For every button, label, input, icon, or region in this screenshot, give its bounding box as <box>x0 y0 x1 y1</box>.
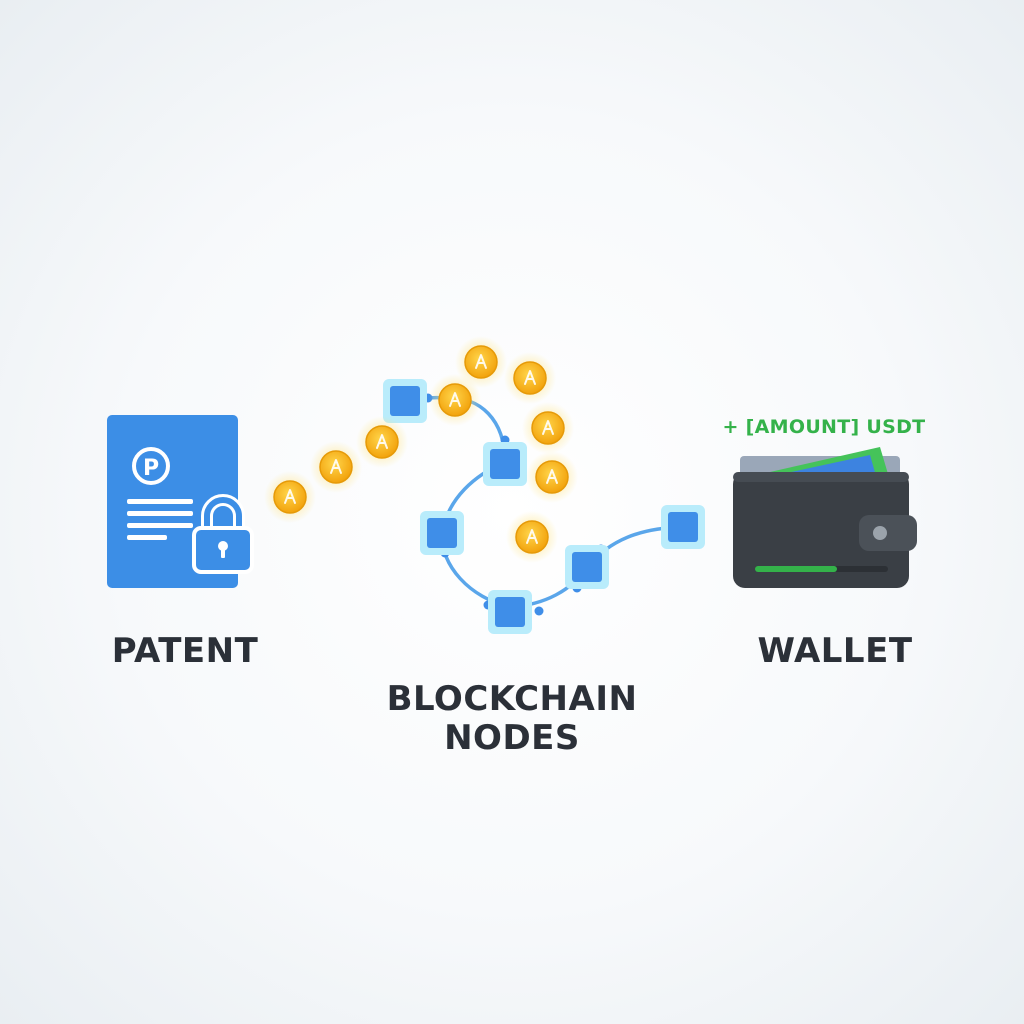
coin-icon <box>263 470 317 524</box>
coin-icon <box>309 440 363 494</box>
patent-label: PATENT <box>111 631 259 671</box>
padlock-icon <box>192 494 254 574</box>
blockchain-node-icon <box>661 505 705 549</box>
coin-icon <box>454 335 508 389</box>
coin-icon <box>521 401 575 455</box>
coin-icon <box>525 450 579 504</box>
blockchain-nodes-label-line2: NODES <box>444 718 580 758</box>
blockchain-nodes-label-line1: BLOCKCHAIN <box>386 679 638 719</box>
svg-text:P: P <box>143 456 159 481</box>
usdt-amount-label: + [AMOUNT] USDT <box>722 416 926 438</box>
blockchain-node-icon <box>383 379 427 423</box>
wallet-label: WALLET <box>757 631 913 671</box>
blockchain-node-icon <box>565 545 609 589</box>
blockchain-node-icon <box>488 590 532 634</box>
blockchain-node-icon <box>483 442 527 486</box>
coin-icon <box>503 351 557 405</box>
coin-icon <box>355 415 409 469</box>
coin-icon <box>505 510 559 564</box>
wallet-icon <box>733 447 917 588</box>
blockchain-node-icon <box>420 511 464 555</box>
